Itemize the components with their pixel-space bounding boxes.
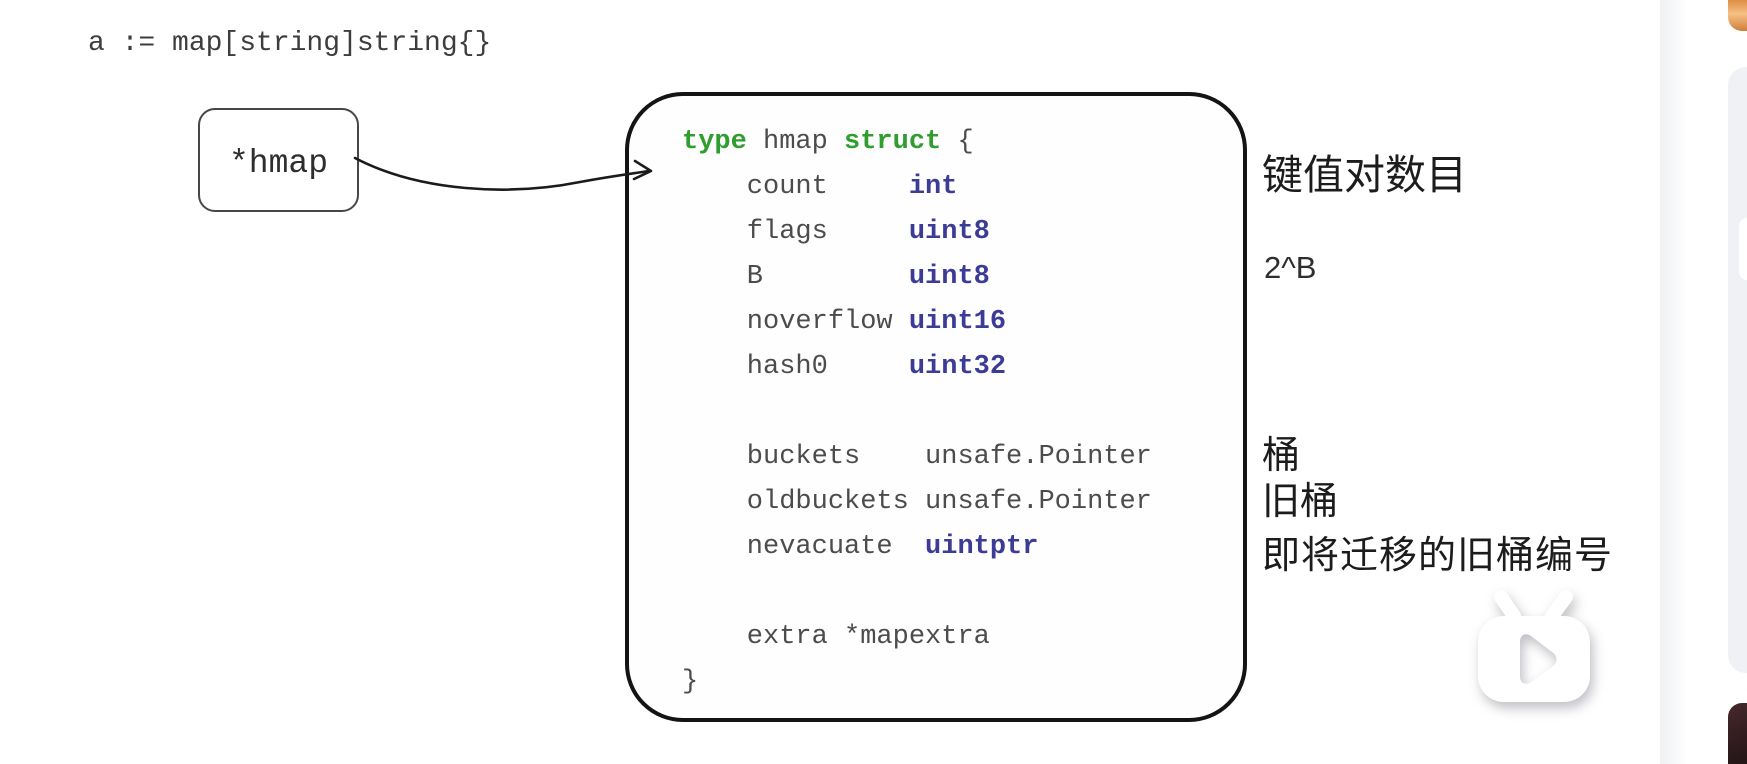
code-line: B uint8: [682, 262, 990, 292]
code-line: buckets unsafe.Pointer: [682, 442, 1152, 472]
code-line: }: [682, 667, 699, 697]
code-line: nevacuate uintptr: [682, 532, 1039, 562]
struct-code: type hmap struct { count int flags uint8…: [629, 96, 1243, 705]
annotation-b: 2^B: [1264, 250, 1317, 285]
sidebar-edge-card-notch: [1739, 218, 1747, 280]
annotation-buckets: 桶: [1262, 435, 1301, 477]
annotation-nevacuate: 即将迁移的旧桶编号: [1262, 535, 1614, 577]
map-declaration-text: a := map[string]string{}: [88, 28, 492, 59]
code-line: oldbuckets unsafe.Pointer: [682, 487, 1152, 517]
hmap-pointer-label: *hmap: [228, 144, 329, 182]
hmap-struct-box: type hmap struct { count int flags uint8…: [625, 92, 1247, 722]
sidebar-edge-orange-button[interactable]: [1728, 0, 1747, 31]
annotation-count: 键值对数目: [1262, 152, 1467, 198]
bilibili-tv-logo-icon: [1478, 590, 1590, 702]
code-line: noverflow uint16: [682, 307, 1007, 337]
code-line: type hmap struct {: [682, 127, 974, 157]
annotation-oldbuckets: 旧桶: [1262, 481, 1339, 523]
pointer-arrow: [353, 156, 653, 191]
sidebar-edge-video-thumbnail[interactable]: [1728, 703, 1747, 764]
code-line: count int: [682, 172, 958, 202]
code-line: extra *mapextra: [682, 622, 990, 652]
code-line: [682, 570, 1243, 615]
code-line: [682, 390, 1243, 435]
code-line: hash0 uint32: [682, 352, 1007, 382]
hmap-pointer-box: *hmap: [198, 108, 359, 212]
sidebar-edge-card[interactable]: [1728, 67, 1747, 673]
code-line: flags uint8: [682, 217, 990, 247]
video-area-edge: [1660, 0, 1688, 764]
